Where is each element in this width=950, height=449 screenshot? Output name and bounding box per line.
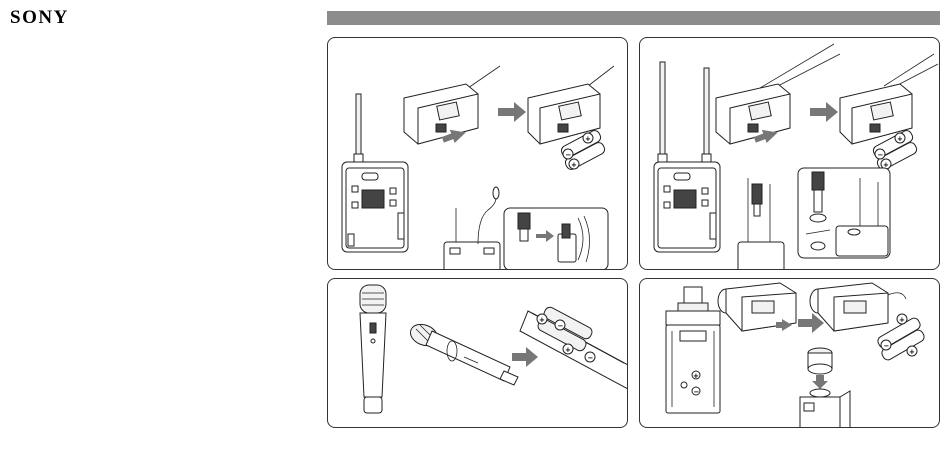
- svg-text:−: −: [878, 151, 884, 159]
- plug-on-transmitter-icon: + −: [666, 287, 720, 413]
- handheld-microphone-icon: [360, 285, 386, 413]
- transmitter-icon: [716, 44, 840, 146]
- transmitter-icon: [404, 66, 500, 146]
- arrow-icon: [512, 347, 538, 367]
- plug-on-transmitter-icon: [810, 283, 906, 331]
- svg-text:+: +: [539, 316, 545, 324]
- svg-text:+: +: [693, 372, 699, 380]
- svg-text:+: +: [909, 348, 915, 356]
- handheld-microphone-icon: [520, 305, 628, 389]
- transmitter-icon: [738, 178, 784, 270]
- svg-text:−: −: [884, 342, 890, 350]
- connector-detail-inset: [504, 208, 608, 270]
- svg-text:+: +: [897, 135, 903, 143]
- svg-text:+: +: [565, 346, 571, 354]
- svg-text:−: −: [588, 354, 594, 362]
- transmitter-icon: [528, 66, 614, 144]
- panel-plug-on-transmitter: + − + − +: [639, 278, 940, 428]
- panel-bodypack-dual-antenna: + − +: [639, 37, 940, 270]
- arrow-icon: [810, 102, 838, 122]
- title-bar: [327, 11, 940, 25]
- plug-on-transmitter-icon: [718, 283, 796, 331]
- connector-detail-inset: [798, 168, 890, 258]
- svg-text:−: −: [566, 151, 572, 159]
- panel-bodypack-single-antenna: + − +: [327, 37, 628, 270]
- transmitter-icon: [654, 62, 720, 252]
- panel-handheld-microphone: + + − −: [327, 278, 628, 428]
- svg-text:−: −: [694, 388, 700, 396]
- sony-logo: SONY: [10, 7, 69, 29]
- handheld-microphone-icon: [407, 320, 518, 385]
- svg-text:+: +: [585, 135, 591, 143]
- svg-text:+: +: [571, 161, 577, 169]
- transmitter-icon: [342, 94, 408, 252]
- xlr-connector-icon: [800, 348, 850, 428]
- svg-text:−: −: [558, 322, 564, 330]
- transmitter-icon: [840, 54, 938, 144]
- arrow-icon: [498, 102, 526, 122]
- svg-text:+: +: [899, 316, 905, 324]
- transmitter-icon: [444, 187, 500, 270]
